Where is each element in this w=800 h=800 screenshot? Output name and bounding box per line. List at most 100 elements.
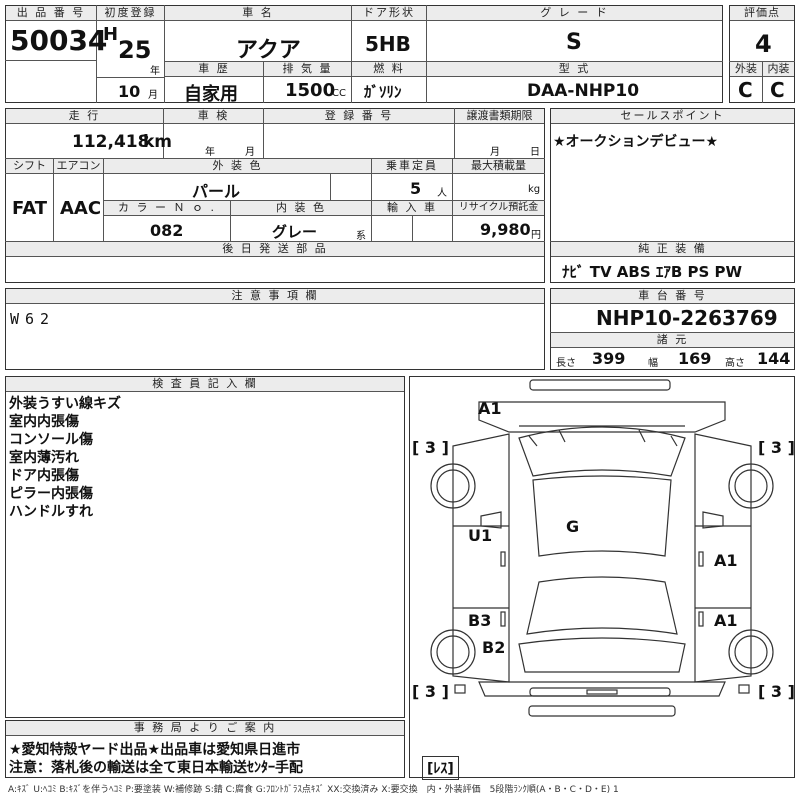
damage-mark-a1-right-rear: A1 bbox=[714, 611, 738, 630]
spare-tire: [ﾚｽ] bbox=[422, 756, 459, 780]
width: 169 bbox=[678, 349, 712, 368]
damage-mark-u1: U1 bbox=[468, 526, 493, 545]
year-unit: 年 bbox=[150, 66, 160, 77]
sales-label: セールスポイント bbox=[551, 109, 794, 124]
car-name-label: 車 名 bbox=[165, 6, 351, 21]
inspector-notes: 外装うすい線キズ 室内内張傷 コンソール傷 室内薄汚れ ドア内張傷 ピラー内張傷… bbox=[9, 395, 121, 521]
equip-label: 純 正 装 備 bbox=[551, 242, 794, 257]
ac: AAC bbox=[60, 198, 102, 219]
color-number: 082 bbox=[150, 221, 184, 240]
inspector-line: ピラー内張傷 bbox=[9, 486, 93, 502]
grade-label: グ レ ー ド bbox=[427, 6, 722, 21]
door-type: 5HB bbox=[365, 32, 411, 56]
shift-label: シフト bbox=[6, 159, 53, 174]
inspector-line: 外装うすい線キズ bbox=[9, 396, 121, 412]
load-unit: kg bbox=[528, 184, 541, 195]
import-label: 輸 入 車 bbox=[372, 201, 452, 216]
interior-color: グレー bbox=[272, 223, 318, 241]
fuel: ｶﾞｿﾘﾝ bbox=[364, 83, 402, 101]
disp-unit: CC bbox=[332, 88, 346, 99]
damage-mark-a1-right-front: A1 bbox=[714, 551, 738, 570]
office-box bbox=[5, 720, 405, 778]
int-grade: C bbox=[770, 78, 785, 102]
color-label: 外 装 色 bbox=[104, 159, 371, 174]
insp-year-unit: 年 bbox=[205, 147, 215, 158]
recycle-unit: 円 bbox=[531, 230, 541, 241]
chassis-box bbox=[550, 288, 795, 370]
regno-label: 登 録 番 号 bbox=[264, 109, 454, 124]
grade: S bbox=[566, 30, 582, 55]
tire-front-right: [ 3 ] bbox=[758, 438, 795, 457]
chassis-label: 車 台 番 号 bbox=[551, 289, 794, 304]
month-number: 10 bbox=[118, 82, 141, 101]
length-label: 長さ bbox=[556, 358, 576, 369]
first-reg-label: 初度登録 bbox=[97, 6, 164, 21]
tire-rear-left: [ 3 ] bbox=[412, 682, 449, 701]
mileage: 112,418 bbox=[72, 132, 150, 152]
damage-mark-b2: B2 bbox=[482, 638, 506, 657]
insp-month-unit: 月 bbox=[245, 147, 255, 158]
capacity-label: 乗車定員 bbox=[372, 159, 452, 174]
month-unit: 月 bbox=[148, 90, 158, 101]
notes-box bbox=[5, 288, 545, 370]
model-label: 型 式 bbox=[427, 62, 722, 77]
inspector-box bbox=[5, 376, 405, 718]
height: 144 bbox=[757, 349, 791, 368]
transfer-label: 譲渡書類期限 bbox=[455, 109, 544, 124]
displacement: 1500 bbox=[285, 80, 336, 101]
mileage-label: 走 行 bbox=[6, 109, 163, 124]
capacity-unit: 人 bbox=[437, 188, 447, 199]
legend: A:ｷｽﾞ U:ﾍｺﾐ B:ｷｽﾞを伴うﾍｺﾐ P:要塗装 W:補修跡 S:錆 … bbox=[8, 785, 619, 795]
disp-label: 排 気 量 bbox=[264, 62, 351, 77]
inspector-line: ハンドルすれ bbox=[9, 504, 93, 520]
equipment: ﾅﾋﾞ TV ABS ｴｱB PS PW bbox=[562, 263, 743, 281]
inspector-line: コンソール傷 bbox=[9, 432, 93, 448]
chassis-number: NHP10-2263769 bbox=[596, 306, 778, 330]
fuel-label: 燃 料 bbox=[352, 62, 426, 77]
history-label: 車 歴 bbox=[165, 62, 263, 77]
office-line-1: ★愛知特殻ヤード出品★出品車は愛知県日進市 bbox=[9, 742, 301, 758]
int-label: 内装 bbox=[763, 62, 794, 77]
damage-mark-g: G bbox=[566, 517, 580, 536]
load-label: 最大積載量 bbox=[453, 159, 544, 174]
height-label: 高さ bbox=[725, 358, 745, 369]
history: 自家用 bbox=[184, 84, 238, 105]
interior-label: 内 装 色 bbox=[231, 201, 371, 216]
car-name: アクア bbox=[236, 38, 301, 63]
tire-rear-right: [ 3 ] bbox=[758, 682, 795, 701]
door-label: ドア形状 bbox=[352, 6, 426, 21]
tire-front-left: [ 3 ] bbox=[412, 438, 449, 457]
ext-grade: C bbox=[738, 78, 753, 102]
later-parts-label: 後 日 発 送 部 品 bbox=[6, 242, 544, 257]
inspector-line: 室内薄汚れ bbox=[9, 450, 79, 466]
detail-box bbox=[5, 108, 545, 283]
transfer-month-unit: 月 bbox=[490, 147, 500, 158]
shift: FAT bbox=[12, 198, 48, 219]
width-label: 幅 bbox=[648, 358, 658, 369]
sales-box bbox=[550, 108, 795, 283]
score-label: 評価点 bbox=[730, 6, 794, 21]
ext-label: 外装 bbox=[730, 62, 762, 77]
model-code: DAA-NHP10 bbox=[527, 81, 640, 101]
ac-label: エアコン bbox=[54, 159, 103, 174]
body-color: パール bbox=[192, 182, 241, 201]
sales-point: ★オークションデビュー★ bbox=[553, 134, 719, 150]
inspector-line: 室内内張傷 bbox=[9, 414, 79, 430]
interior-unit: 系 bbox=[356, 231, 366, 242]
lot-label: 出 品 番 号 bbox=[6, 6, 96, 21]
recycle-fee: 9,980 bbox=[480, 220, 531, 239]
car-diagram bbox=[430, 379, 774, 717]
office-line-2: 注意：落札後の輸送は全て東日本輸送ｾﾝﾀｰ手配 bbox=[9, 760, 303, 776]
era: H bbox=[103, 24, 119, 45]
dims-label: 諸 元 bbox=[551, 333, 794, 348]
header-box bbox=[5, 5, 723, 103]
notes-label: 注 意 事 項 欄 bbox=[6, 289, 544, 304]
recycle-label: リサイクル預託金 bbox=[453, 201, 544, 216]
transfer-day-unit: 日 bbox=[530, 147, 540, 158]
diagram-box bbox=[409, 376, 795, 778]
length: 399 bbox=[592, 349, 626, 368]
mileage-unit: km bbox=[143, 132, 173, 152]
capacity: 5 bbox=[410, 179, 422, 198]
notes-text: W62 bbox=[10, 310, 56, 328]
inspector-label: 検 査 員 記 入 欄 bbox=[6, 377, 404, 392]
